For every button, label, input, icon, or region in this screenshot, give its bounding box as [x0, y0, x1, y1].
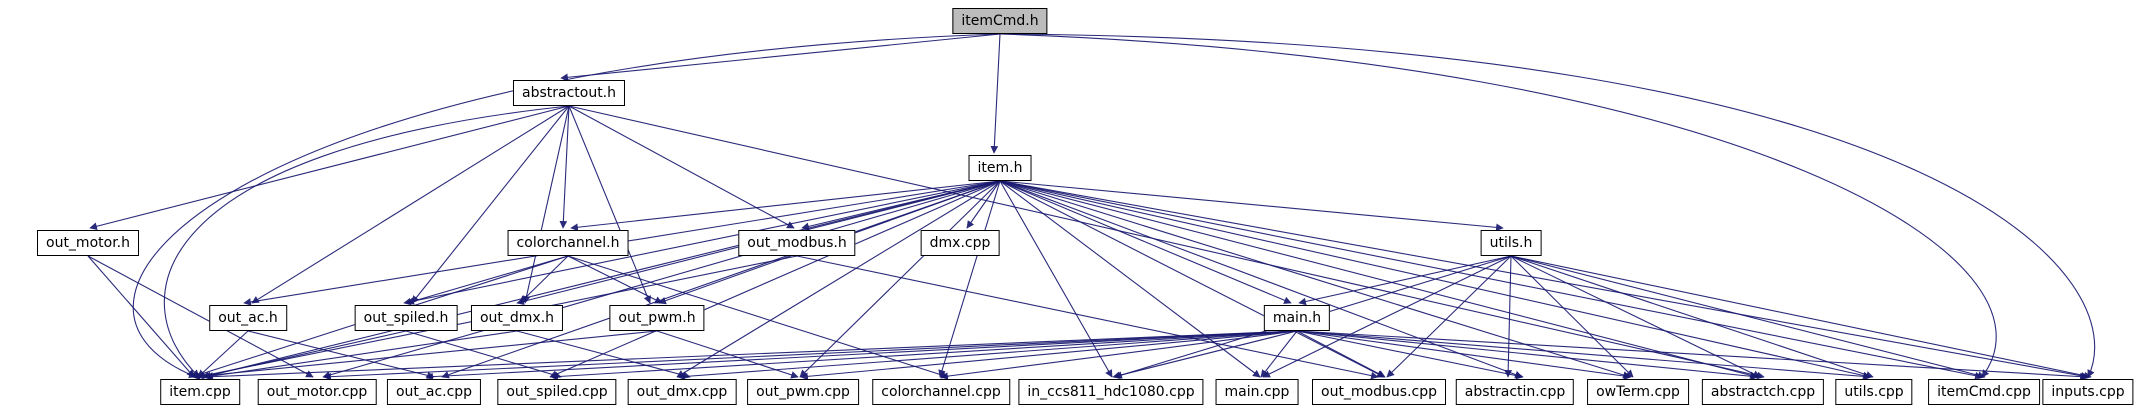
edge-itemCmd-h-to-itemCmd-cpp	[999, 33, 1997, 378]
edge-out-ac-h-to-item-cpp	[197, 330, 249, 378]
graph-node-out-modbus-h[interactable]: out_modbus.h	[738, 230, 856, 256]
edge-out-ac-h-to-out-ac-cpp	[247, 330, 435, 380]
edge-main-h-to-main-cpp	[1260, 330, 1298, 378]
edge-main-h-to-abstractch-cpp	[1296, 330, 1759, 381]
graph-node-out-modbus-cpp[interactable]: out_modbus.cpp	[1312, 379, 1446, 405]
edge-item-h-to-out-motor-cpp	[322, 180, 1001, 379]
edge-itemCmd-h-to-abstractout-h	[560, 33, 1001, 82]
edge-item-h-to-out-spiled-h	[403, 180, 1001, 306]
edge-abstractout-h-to-abstractch-cpp	[568, 105, 1765, 380]
graph-node-itemcmd-h: itemCmd.h	[952, 8, 1048, 34]
edge-colorchannel-h-to-out-pwm-h	[567, 255, 663, 304]
edge-item-h-to-inputs-cpp	[999, 180, 2089, 380]
edge-main-h-to-in-ccs811-hdc1080-cpp	[1112, 330, 1298, 380]
edge-item-h-to-abstractch-cpp	[999, 180, 1758, 379]
edge-out-spiled-h-to-out-spiled-cpp	[405, 330, 562, 379]
edge-abstractout-h-to-out-modbus-h	[568, 105, 795, 229]
edge-out-pwm-h-to-item-cpp	[192, 330, 658, 381]
edge-abstractout-h-to-out-motor-h	[89, 105, 570, 231]
graph-node-out-motor-h[interactable]: out_motor.h	[37, 230, 139, 256]
graph-node-out-pwm-cpp[interactable]: out_pwm.cpp	[747, 379, 859, 405]
graph-node-abstractin-cpp[interactable]: abstractin.cpp	[1455, 379, 1575, 405]
edge-item-h-to-main-h	[999, 180, 1292, 304]
edge-main-h-to-owTerm-cpp	[1296, 330, 1632, 380]
edge-utils-h-to-main-h	[1298, 255, 1512, 306]
graph-node-colorchannel-cpp[interactable]: colorchannel.cpp	[872, 379, 1010, 405]
edge-utils-h-to-utils-cpp	[1510, 255, 1874, 379]
graph-node-out-dmx-h[interactable]: out_dmx.h	[470, 305, 564, 331]
edge-out-dmx-h-to-out-dmx-cpp	[516, 330, 691, 379]
edge-group	[87, 33, 2096, 381]
graph-node-out-motor-cpp[interactable]: out_motor.cpp	[257, 379, 377, 405]
edge-main-h-to-colorchannel-cpp	[940, 330, 1298, 380]
graph-node-main-cpp[interactable]: main.cpp	[1215, 379, 1299, 405]
edge-utils-h-to-abstractch-cpp	[1510, 255, 1761, 378]
graph-node-abstractch-cpp[interactable]: abstractch.cpp	[1701, 379, 1825, 405]
edge-item-h-to-itemCmd-cpp	[999, 180, 1983, 380]
graph-node-owterm-cpp[interactable]: owTerm.cpp	[1587, 379, 1689, 405]
edge-main-h-to-out-modbus-cpp	[1296, 330, 1386, 378]
edge-main-h-to-utils-cpp	[1296, 330, 1872, 381]
edge-colorchannel-h-to-colorchannel-cpp	[567, 255, 949, 379]
edge-itemCmd-h-to-inputs-cpp	[999, 33, 2096, 378]
edge-item-h-to-main-cpp	[999, 180, 1261, 378]
edge-item-h-to-out-modbus-cpp	[999, 180, 1385, 378]
graph-node-utils-cpp[interactable]: utils.cpp	[1835, 379, 1913, 405]
edge-item-h-to-out-pwm-cpp	[799, 180, 1001, 378]
edge-main-h-to-inputs-cpp	[1296, 330, 2088, 381]
edge-abstractout-h-to-out-spiled-h	[411, 105, 570, 304]
edge-out-modbus-h-to-out-modbus-cpp	[796, 255, 1379, 380]
edge-utils-h-to-out-modbus-cpp	[1386, 255, 1512, 378]
edge-main-h-to-out-motor-cpp	[323, 330, 1298, 381]
edge-abstractout-h-to-item-cpp	[163, 105, 570, 378]
graph-node-utils-h[interactable]: utils.h	[1480, 230, 1542, 256]
edge-main-h-to-out-spiled-cpp	[550, 330, 1298, 381]
edge-item-h-to-out-ac-cpp	[441, 180, 1001, 379]
graph-node-inputs-cpp[interactable]: inputs.cpp	[2042, 379, 2134, 405]
edge-abstractout-h-to-out-ac-h	[251, 105, 570, 304]
edge-out-dmx-h-to-item-cpp	[205, 330, 518, 380]
graph-node-itemcmd-cpp[interactable]: itemCmd.cpp	[1928, 379, 2040, 405]
graph-node-colorchannel-h[interactable]: colorchannel.h	[507, 230, 629, 256]
edge-main-h-to-out-ac-cpp	[425, 330, 1298, 381]
edge-abstractout-h-to-out-dmx-h	[522, 105, 570, 304]
graph-node-out-spiled-h[interactable]: out_spiled.h	[354, 305, 458, 331]
edge-item-h-to-utils-h	[999, 180, 1504, 232]
graph-node-out-dmx-cpp[interactable]: out_dmx.cpp	[627, 379, 737, 405]
graph-node-dmx-cpp[interactable]: dmx.cpp	[920, 230, 1000, 256]
graph-node-out-ac-cpp[interactable]: out_ac.cpp	[386, 379, 482, 405]
edge-main-h-to-item-cpp	[204, 330, 1298, 381]
edge-item-h-to-dmx-cpp	[966, 180, 1001, 229]
edge-main-h-to-out-pwm-cpp	[800, 330, 1298, 381]
edge-item-h-to-colorchannel-h	[570, 180, 1001, 232]
edge-out-motor-h-to-item-cpp	[87, 255, 195, 378]
edge-out-pwm-h-to-out-pwm-cpp	[656, 330, 799, 379]
edge-out-motor-h-to-out-motor-cpp	[87, 255, 314, 378]
edge-utils-h-to-inputs-cpp	[1510, 255, 2092, 380]
edge-item-h-to-in-ccs811-hdc1080-cpp	[999, 180, 1113, 378]
edge-abstractout-h-to-colorchannel-h	[559, 105, 570, 229]
edge-item-h-to-colorchannel-cpp	[938, 180, 1001, 378]
edge-colorchannel-h-to-out-dmx-h	[519, 255, 569, 304]
edge-utils-h-to-main-cpp	[1262, 255, 1512, 378]
graph-node-abstractout-h[interactable]: abstractout.h	[512, 80, 626, 106]
edge-colorchannel-h-to-out-spiled-h	[406, 255, 569, 305]
graph-node-item-h[interactable]: item.h	[968, 155, 1032, 181]
graph-node-in-ccs811-hdc1080-cpp[interactable]: in_ccs811_hdc1080.cpp	[1018, 379, 1204, 405]
edge-itemCmd-h-to-item-cpp	[132, 33, 1001, 378]
graph-node-out-spiled-cpp[interactable]: out_spiled.cpp	[497, 379, 617, 405]
edge-itemCmd-h-to-item-h	[990, 33, 1001, 154]
graph-node-item-cpp[interactable]: item.cpp	[160, 379, 240, 405]
edge-item-h-to-out-dmx-cpp	[676, 180, 1001, 378]
edge-item-h-to-out-spiled-cpp	[549, 180, 1001, 378]
edge-utils-h-to-abstractin-cpp	[1504, 255, 1513, 378]
edge-utils-h-to-itemCmd-cpp	[1510, 255, 1986, 380]
edge-main-h-to-abstractin-cpp	[1296, 330, 1524, 380]
graph-node-out-pwm-h[interactable]: out_pwm.h	[609, 305, 705, 331]
graph-node-out-ac-h[interactable]: out_ac.h	[209, 305, 287, 331]
graph-node-main-h[interactable]: main.h	[1263, 305, 1331, 331]
edge-abstractout-h-to-out-pwm-h	[568, 105, 651, 304]
edge-item-h-to-item-cpp	[203, 180, 1001, 380]
